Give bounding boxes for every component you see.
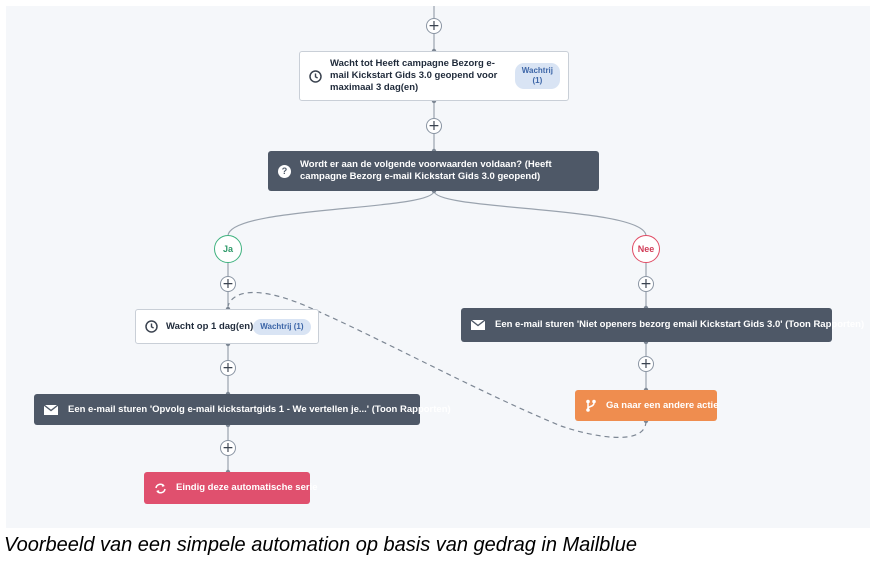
branch-yes[interactable]: Ja <box>214 235 242 263</box>
branch-no[interactable]: Nee <box>632 235 660 263</box>
envelope-icon <box>44 404 58 415</box>
goto-action-text: Ga naar een andere actie <box>606 399 719 411</box>
add-step-button[interactable]: + <box>638 356 654 372</box>
clock-icon <box>144 320 158 333</box>
branch-icon <box>585 399 597 412</box>
add-step-button[interactable]: + <box>638 276 654 292</box>
end-automation-node[interactable]: Eindig deze automatische serie <box>144 472 318 504</box>
condition-text: Wordt er aan de volgende voorwaarden vol… <box>300 159 552 182</box>
queue-badge[interactable]: Wachtrij (1) <box>253 318 311 335</box>
end-automation-text: Eindig deze automatische serie <box>176 482 318 493</box>
end-automation-icon <box>154 482 167 495</box>
clock-icon <box>308 69 322 83</box>
question-icon: ? <box>278 164 291 178</box>
condition-node[interactable]: ? Wordt er aan de volgende voorwaarden v… <box>268 151 599 191</box>
wait-until-text: Wacht tot Heeft campagne Bezorg e-mail K… <box>330 58 498 93</box>
wait-node[interactable]: Wacht op 1 dag(en) Wachtrij (1) <box>135 309 319 344</box>
send-email-text: Een e-mail sturen 'Niet openers bezorg e… <box>495 319 865 330</box>
add-step-button[interactable]: + <box>220 440 236 456</box>
goto-action-node[interactable]: Ga naar een andere actie <box>575 390 719 421</box>
queue-badge[interactable]: Wachtrij (1) <box>514 63 560 89</box>
envelope-icon <box>471 320 485 330</box>
wait-until-node[interactable]: Wacht tot Heeft campagne Bezorg e-mail K… <box>299 51 569 101</box>
figure-caption: Voorbeeld van een simpele automation op … <box>4 534 637 556</box>
automation-canvas: + Wacht tot Heeft campagne Bezorg e-mail… <box>6 6 870 528</box>
send-email-node-yes[interactable]: Een e-mail sturen 'Opvolg e-mail kicksta… <box>34 394 451 425</box>
add-step-button[interactable]: + <box>426 118 442 134</box>
send-email-text: Een e-mail sturen 'Opvolg e-mail kicksta… <box>68 403 451 415</box>
wait-text: Wacht op 1 dag(en) <box>166 320 254 332</box>
send-email-node-no[interactable]: Een e-mail sturen 'Niet openers bezorg e… <box>461 308 864 342</box>
add-step-button[interactable]: + <box>220 360 236 376</box>
add-step-button[interactable]: + <box>220 276 236 292</box>
add-step-button[interactable]: + <box>426 18 442 34</box>
